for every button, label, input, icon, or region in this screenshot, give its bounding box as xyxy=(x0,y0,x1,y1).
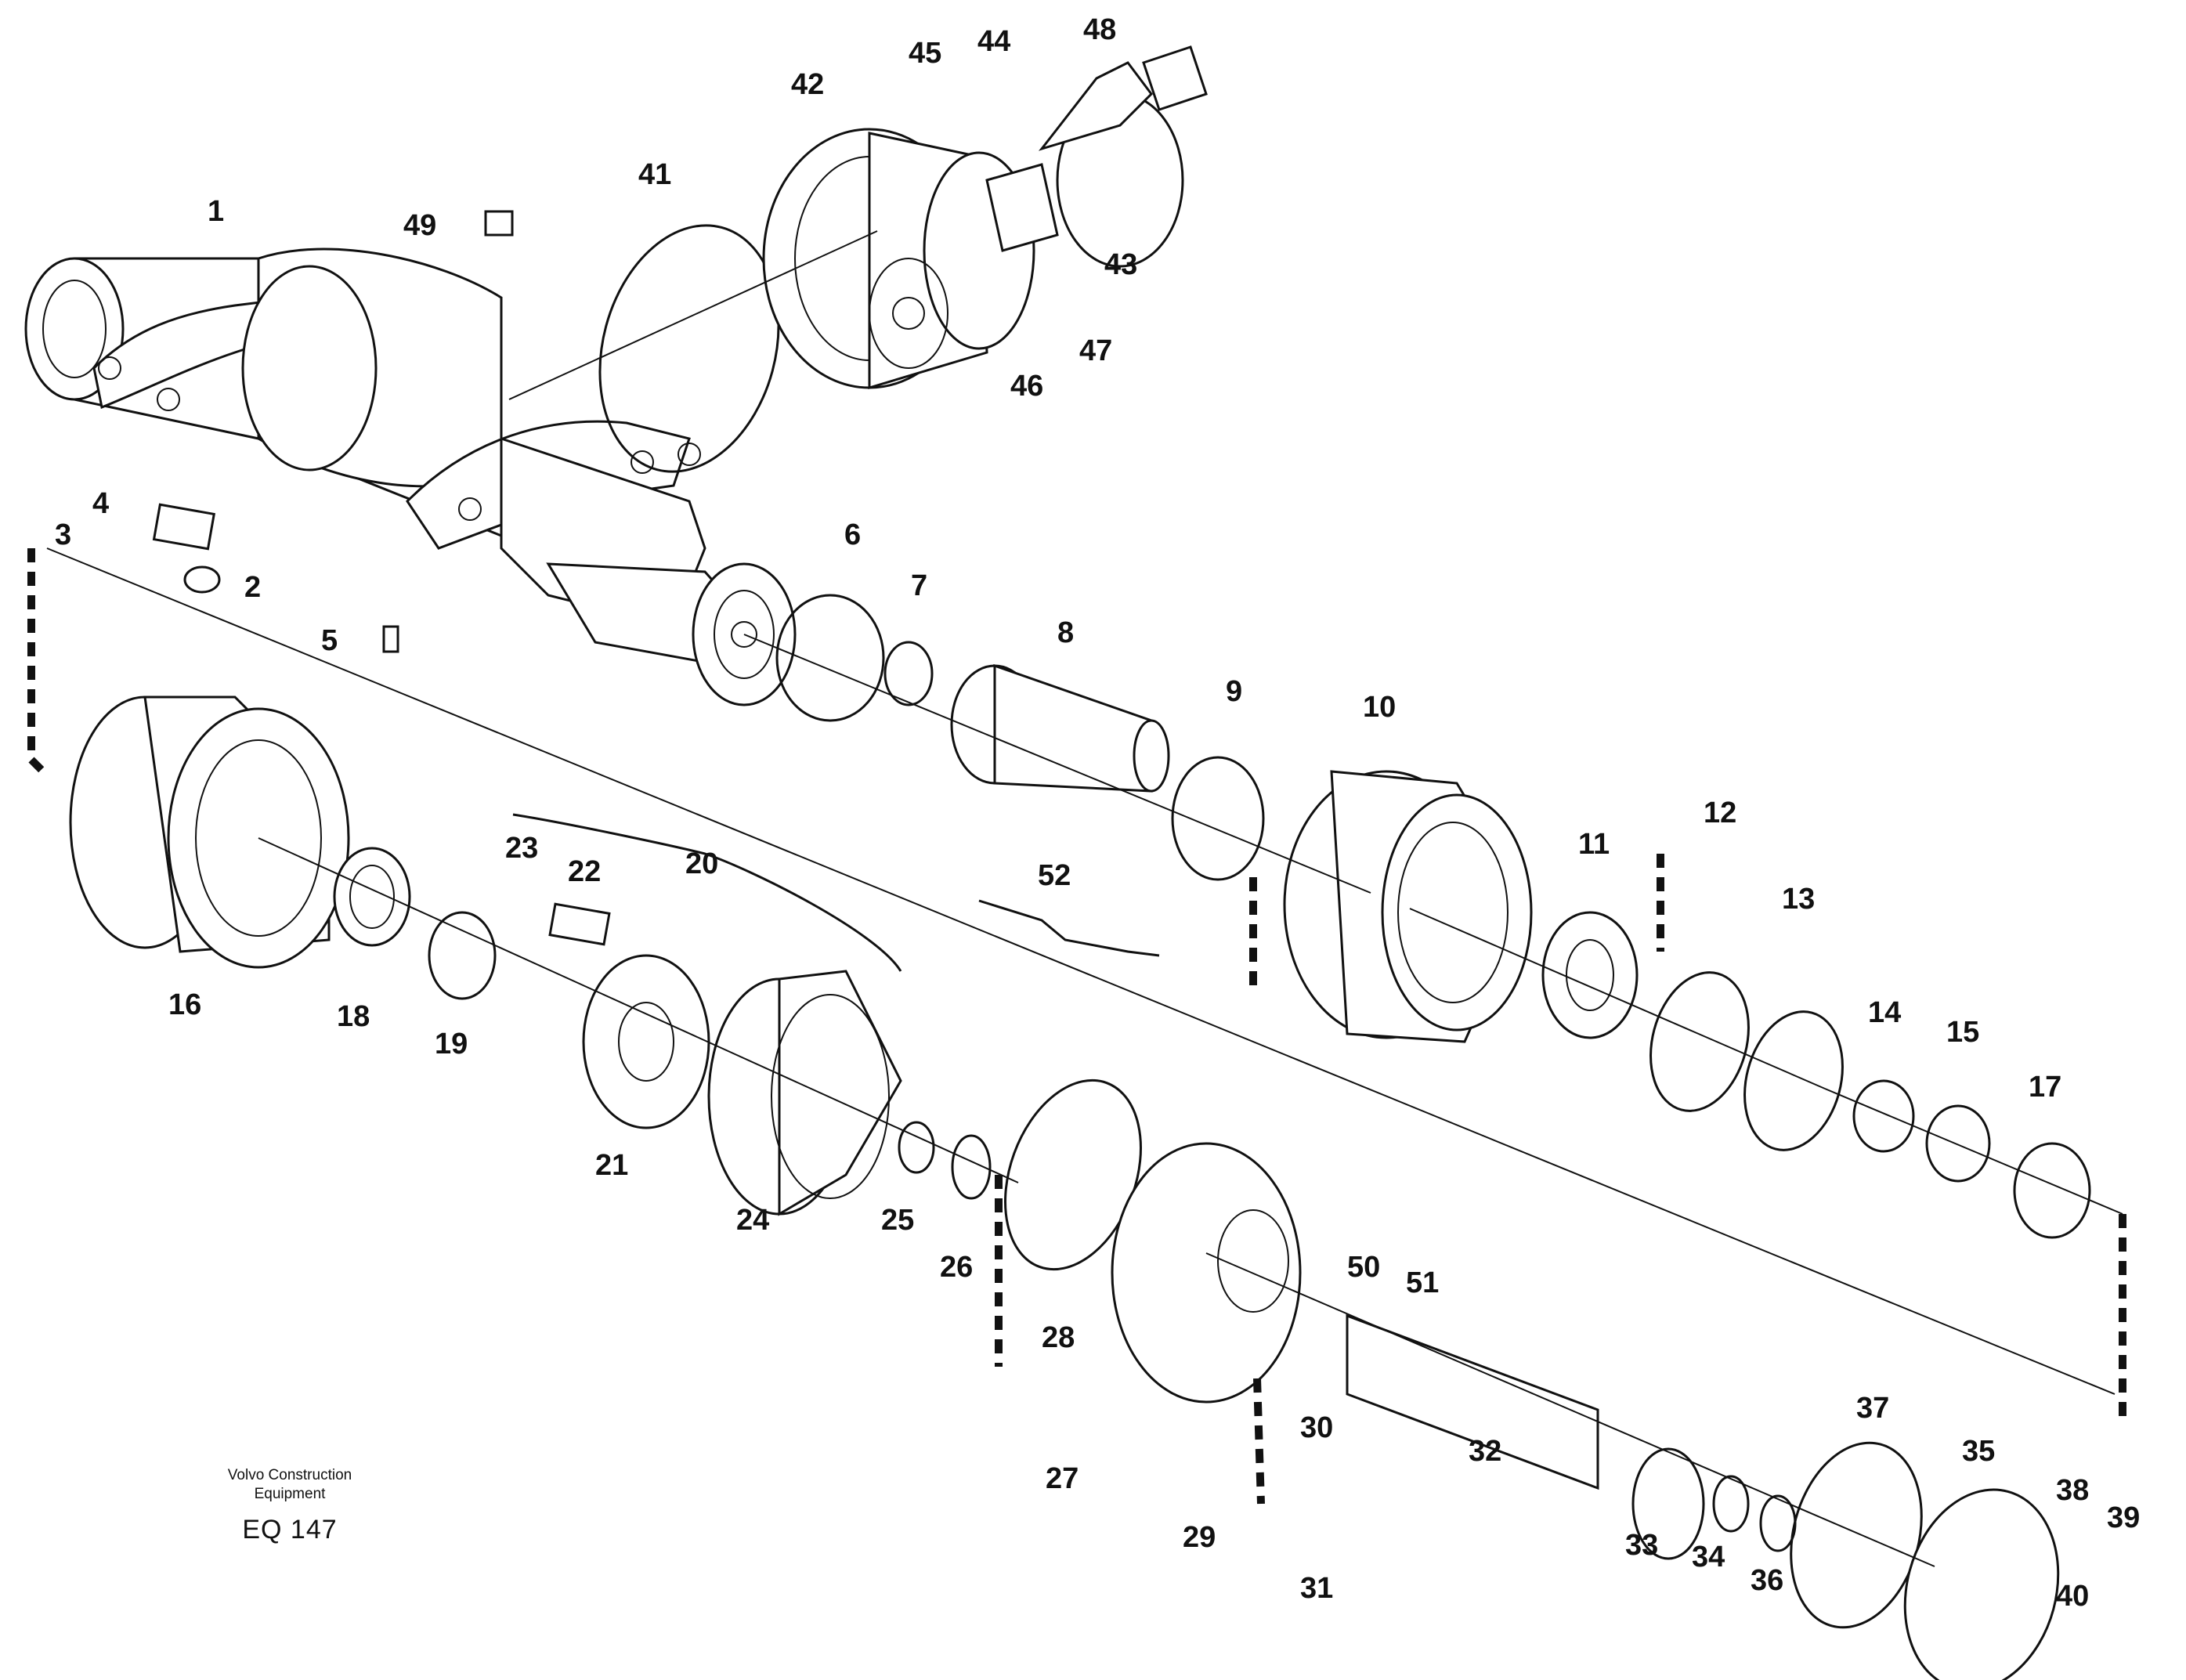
dashed-connectors xyxy=(27,548,2126,1505)
label-31: 31 xyxy=(1300,1572,1333,1605)
center-lines xyxy=(46,230,2123,1567)
label-4: 4 xyxy=(92,487,109,520)
label-40: 40 xyxy=(2056,1580,2089,1613)
label-46: 46 xyxy=(1010,370,1043,403)
label-43: 43 xyxy=(1104,248,1137,281)
label-33: 33 xyxy=(1625,1529,1658,1562)
label-7: 7 xyxy=(911,569,927,602)
gear-33 xyxy=(1631,1447,1705,1560)
label-24: 24 xyxy=(736,1204,769,1237)
label-5: 5 xyxy=(321,624,338,657)
brake-hub xyxy=(1283,770,1533,1043)
label-42: 42 xyxy=(791,68,824,101)
washer-25 xyxy=(898,1121,935,1174)
plate-4 xyxy=(152,503,216,551)
label-41: 41 xyxy=(638,158,671,191)
bearing-15 xyxy=(1925,1104,1991,1183)
label-16: 16 xyxy=(168,988,201,1021)
label-21: 21 xyxy=(595,1149,628,1182)
caption-company: Volvo Construction xyxy=(227,1467,352,1483)
o-ring-7 xyxy=(883,641,934,706)
screw-5 xyxy=(382,625,399,653)
label-23: 23 xyxy=(505,832,538,865)
callout-labels: 1 2 3 4 5 6 7 8 9 10 11 12 13 14 15 16 1… xyxy=(55,13,2140,1613)
label-12: 12 xyxy=(1704,797,1736,829)
label-32: 32 xyxy=(1469,1435,1501,1468)
planet-carrier xyxy=(69,695,350,969)
label-36: 36 xyxy=(1751,1564,1783,1597)
o-ring-6 xyxy=(775,594,885,722)
bearing-ring-18 xyxy=(333,847,411,947)
caption-company-line2: Equipment xyxy=(254,1486,326,1502)
sun-shaft-32 xyxy=(1346,1313,1599,1490)
label-11: 11 xyxy=(1578,828,1610,861)
planet-gear-21 xyxy=(582,954,710,1129)
label-26: 26 xyxy=(940,1251,973,1284)
label-30: 30 xyxy=(1300,1411,1333,1444)
label-3: 3 xyxy=(55,518,71,551)
bearing-19 xyxy=(428,911,497,1000)
label-34: 34 xyxy=(1692,1541,1725,1573)
label-15: 15 xyxy=(1946,1016,1979,1049)
axle-housing xyxy=(24,247,797,706)
label-8: 8 xyxy=(1057,616,1074,649)
label-35: 35 xyxy=(1962,1435,1995,1468)
label-49: 49 xyxy=(403,209,436,242)
cover-35 xyxy=(1903,1488,2060,1680)
ring-17 xyxy=(2013,1142,2091,1239)
ring-13b xyxy=(1743,1010,1844,1151)
label-17: 17 xyxy=(2029,1071,2061,1104)
differential-assembly xyxy=(762,45,1208,390)
label-38: 38 xyxy=(2056,1474,2089,1507)
washer-11 xyxy=(1541,911,1639,1039)
label-37: 37 xyxy=(1856,1392,1889,1425)
label-44: 44 xyxy=(977,25,1010,58)
label-13: 13 xyxy=(1782,883,1815,916)
caption-block: Volvo Construction Equipment EQ 147 xyxy=(188,1466,392,1545)
washer-36 xyxy=(1759,1494,1797,1552)
carrier-cover-29 xyxy=(1111,1142,1302,1404)
hub-shaft xyxy=(950,663,1170,793)
label-28: 28 xyxy=(1042,1321,1075,1354)
label-45: 45 xyxy=(909,37,941,70)
o-ring-9 xyxy=(1171,756,1265,881)
label-1: 1 xyxy=(208,195,224,228)
label-52: 52 xyxy=(1038,859,1071,892)
snap-ring-34 xyxy=(1712,1475,1750,1533)
plug-2 xyxy=(183,565,221,594)
plate-22 xyxy=(548,902,611,946)
bearing-14 xyxy=(1852,1079,1915,1153)
label-27: 27 xyxy=(1046,1462,1079,1495)
bearing-ring-18-inner xyxy=(349,865,395,929)
label-2: 2 xyxy=(244,571,261,604)
label-10: 10 xyxy=(1363,691,1396,724)
label-29: 29 xyxy=(1183,1521,1216,1554)
label-51: 51 xyxy=(1406,1266,1439,1299)
bolt-49 xyxy=(484,210,514,237)
label-39: 39 xyxy=(2107,1501,2140,1534)
label-18: 18 xyxy=(337,1000,370,1033)
label-20: 20 xyxy=(685,847,718,880)
washer-26 xyxy=(951,1134,992,1200)
label-9: 9 xyxy=(1226,675,1242,708)
label-25: 25 xyxy=(881,1204,914,1237)
label-14: 14 xyxy=(1868,996,1901,1029)
ring-gear-24 xyxy=(707,970,902,1216)
washer-11-inner xyxy=(1566,939,1614,1011)
o-ring-41 xyxy=(598,224,780,473)
label-50: 50 xyxy=(1347,1251,1380,1284)
bracket-20 xyxy=(512,813,902,972)
label-48: 48 xyxy=(1083,13,1116,46)
label-6: 6 xyxy=(844,518,861,551)
sensor-cable-52 xyxy=(978,899,1160,957)
label-22: 22 xyxy=(568,855,601,888)
label-47: 47 xyxy=(1079,334,1112,367)
label-19: 19 xyxy=(435,1028,468,1060)
caption-code: EQ 147 xyxy=(242,1515,338,1545)
